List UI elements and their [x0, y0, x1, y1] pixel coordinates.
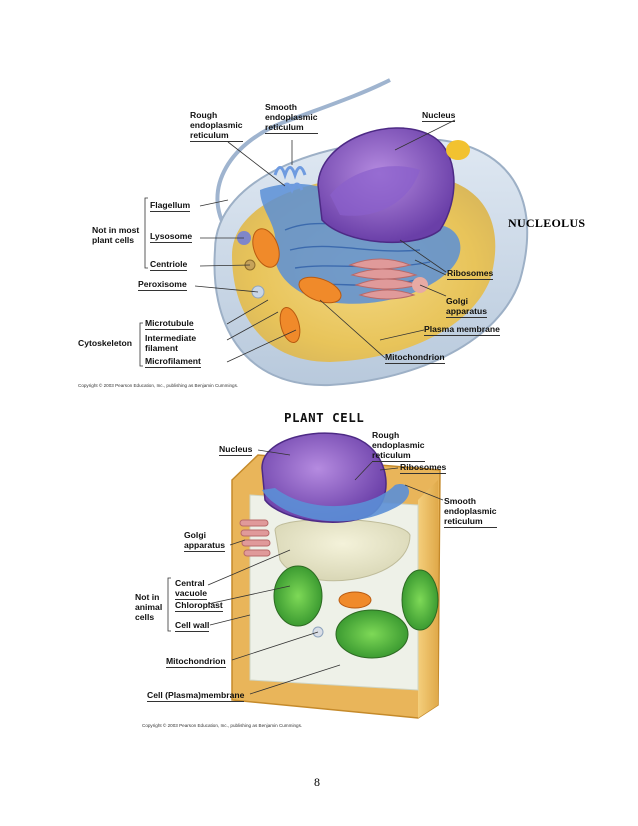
- plant-label-ribosomes: Ribosomes: [400, 462, 447, 474]
- plant-label-nucleus: Nucleus: [219, 444, 253, 456]
- mitochondrion-shape-3: [279, 306, 301, 344]
- label-rough-er: Rough endoplasmic reticulum: [190, 110, 243, 142]
- plant-copyright: Copyright © 2003 Pearson Education, Inc.…: [142, 723, 303, 728]
- label-ribosomes: Ribosomes: [447, 268, 494, 280]
- golgi-shape: [348, 258, 420, 300]
- label-golgi-apparatus: Golgi apparatus: [446, 296, 488, 318]
- label-mitochondrion: Mitochondrion: [385, 352, 445, 364]
- flagellum-shape: [215, 78, 391, 234]
- label-microfilament: Microfilament: [145, 356, 201, 368]
- label-flagellum: Flagellum: [150, 200, 191, 212]
- label-cytoskeleton: Cytoskeleton: [78, 338, 132, 348]
- label-nucleus: Nucleus: [422, 110, 456, 122]
- label-peroxisome: Peroxisome: [138, 279, 187, 291]
- label-microtubule: Microtubule: [145, 318, 194, 330]
- plant-leader-lines: [207, 449, 444, 695]
- plant-mitochondrion-shape: [338, 591, 372, 609]
- label-not-in-plant-cells: Not in most plant cells: [92, 225, 140, 245]
- plant-label-not-in-animal-cells: Not in animal cells: [135, 592, 163, 622]
- animal-bracket-cytoskeleton: [139, 322, 143, 367]
- animal-bracket-not-in-plant: [144, 197, 148, 269]
- plant-cell-title: PLANT CELL: [284, 410, 365, 425]
- label-lysosome: Lysosome: [150, 231, 193, 243]
- plant-label-golgi: Golgi apparatus: [184, 530, 226, 552]
- nucleolus-note: NUCLEOLUS: [508, 216, 586, 230]
- chloroplast-shape-2: [335, 609, 409, 659]
- animal-leader-lines: [194, 119, 456, 363]
- plant-label-rough-er: Rough endoplasmic reticulum: [372, 430, 425, 462]
- plant-golgi-shape: [239, 519, 271, 557]
- plant-er-shape: [262, 484, 410, 522]
- mitochondrion-shape-1: [252, 228, 280, 268]
- plant-label-central-vacuole: Central vacuole: [175, 578, 208, 600]
- plant-label-smooth-er: Smooth endoplasmic reticulum: [444, 496, 497, 528]
- animal-copyright: Copyright © 2003 Pearson Education, Inc.…: [78, 383, 239, 388]
- plant-label-chloroplast: Chloroplast: [175, 600, 223, 612]
- label-centriole: Centriole: [150, 259, 188, 271]
- nucleolus-shape: [330, 166, 420, 216]
- label-intermediate-filament: Intermediate filament: [145, 333, 197, 353]
- chloroplast-shape-3: [401, 569, 439, 631]
- plant-label-mitochondrion: Mitochondrion: [166, 656, 226, 668]
- plant-label-cell-membrane: Cell (Plasma)membrane: [147, 690, 245, 702]
- plant-label-cell-wall: Cell wall: [175, 620, 210, 632]
- chloroplast-shape-1: [273, 565, 323, 627]
- vesicle-shape: [446, 140, 470, 160]
- page-number: 8: [314, 775, 320, 789]
- mitochondrion-shape-2: [298, 276, 342, 304]
- label-smooth-er: Smooth endoplasmic reticulum: [265, 102, 318, 134]
- label-plasma-membrane: Plasma membrane: [424, 324, 500, 336]
- plant-bracket-not-in-animal: [167, 577, 171, 632]
